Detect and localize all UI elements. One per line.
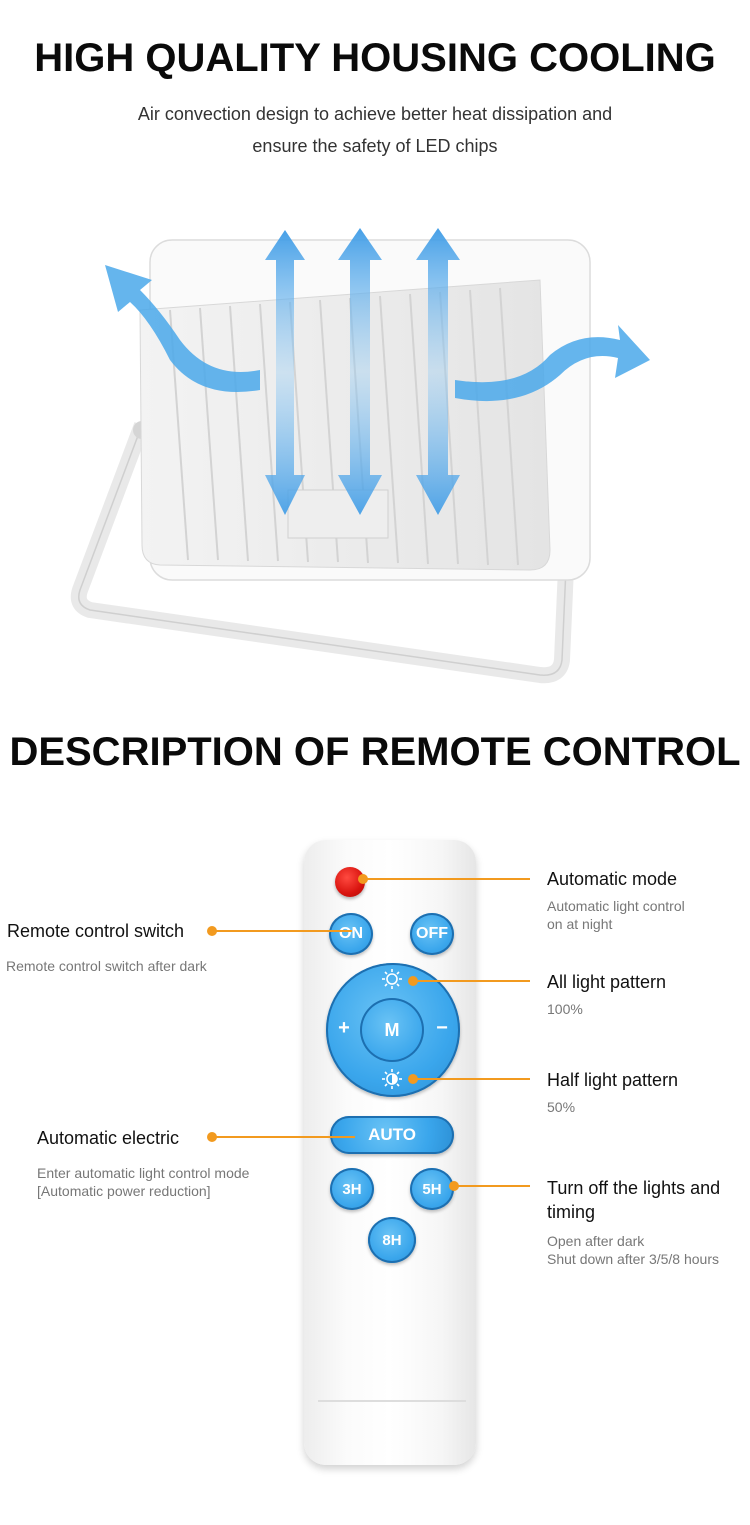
half-light-desc: 50%: [547, 1099, 576, 1115]
heading-remote-control: DESCRIPTION OF REMOTE CONTROL: [9, 730, 741, 774]
callout-dot-auto-electric: [207, 1132, 217, 1142]
mode-m-button[interactable]: M: [360, 998, 424, 1062]
callout-line-all-light: [416, 980, 530, 982]
auto-electric-title: Automatic electric: [37, 1128, 180, 1148]
remote-seam: [318, 1400, 466, 1402]
automatic-mode-desc-1: Automatic light control: [547, 898, 685, 914]
subtitle-line-1: Air convection design to achieve better …: [137, 104, 613, 124]
timing-desc-1: Open after dark: [547, 1233, 645, 1249]
automatic-mode-title: Automatic mode: [547, 869, 678, 889]
auto-button[interactable]: AUTO: [330, 1116, 454, 1154]
callout-line-half-light: [416, 1078, 530, 1080]
auto-electric-desc-1: Enter automatic light control mode: [37, 1165, 250, 1181]
callout-dot-all-light: [408, 976, 418, 986]
half-light-icon[interactable]: [381, 1068, 403, 1090]
all-light-title: All light pattern: [547, 972, 667, 992]
timer-3h-button[interactable]: 3H: [330, 1168, 374, 1210]
callout-dot-remote-switch: [207, 926, 217, 936]
callout-line-auto-electric: [215, 1136, 355, 1138]
callout-line-remote-switch: [215, 930, 352, 932]
subtitle-line-2: ensure the safety of LED chips: [252, 136, 498, 156]
callout-line-timing: [457, 1185, 530, 1187]
auto-electric-desc-2: [Automatic power reduction]: [37, 1183, 211, 1199]
callout-line-automatic-mode: [366, 878, 530, 880]
callout-dot-timing: [449, 1181, 459, 1191]
timing-title-2: timing: [547, 1202, 596, 1222]
remote-switch-desc: Remote control switch after dark: [6, 958, 207, 974]
on-button[interactable]: ON: [329, 913, 373, 955]
callout-dot-automatic-mode: [358, 874, 368, 884]
airflow-arrows-vertical: [265, 228, 460, 515]
timing-title-1: Turn off the lights and: [547, 1178, 721, 1198]
heading-housing-cooling: HIGH QUALITY HOUSING COOLING: [34, 36, 716, 80]
remote-switch-title: Remote control switch: [7, 921, 185, 941]
off-button[interactable]: OFF: [410, 913, 454, 955]
all-light-desc: 100%: [547, 1001, 583, 1017]
plus-button[interactable]: +: [338, 1017, 350, 1039]
airflow-arrows-side: [105, 265, 650, 402]
timer-8h-button[interactable]: 8H: [368, 1217, 416, 1263]
minus-button[interactable]: −: [436, 1017, 448, 1039]
timing-desc-2: Shut down after 3/5/8 hours: [547, 1251, 719, 1267]
callout-dot-half-light: [408, 1074, 418, 1084]
full-light-icon[interactable]: [381, 968, 403, 990]
timer-5h-button[interactable]: 5H: [410, 1168, 454, 1210]
automatic-mode-desc-2: on at night: [547, 916, 613, 932]
heat-sink: [139, 279, 551, 571]
floodlight-illustration: [70, 228, 650, 684]
half-light-title: Half light pattern: [547, 1070, 679, 1090]
